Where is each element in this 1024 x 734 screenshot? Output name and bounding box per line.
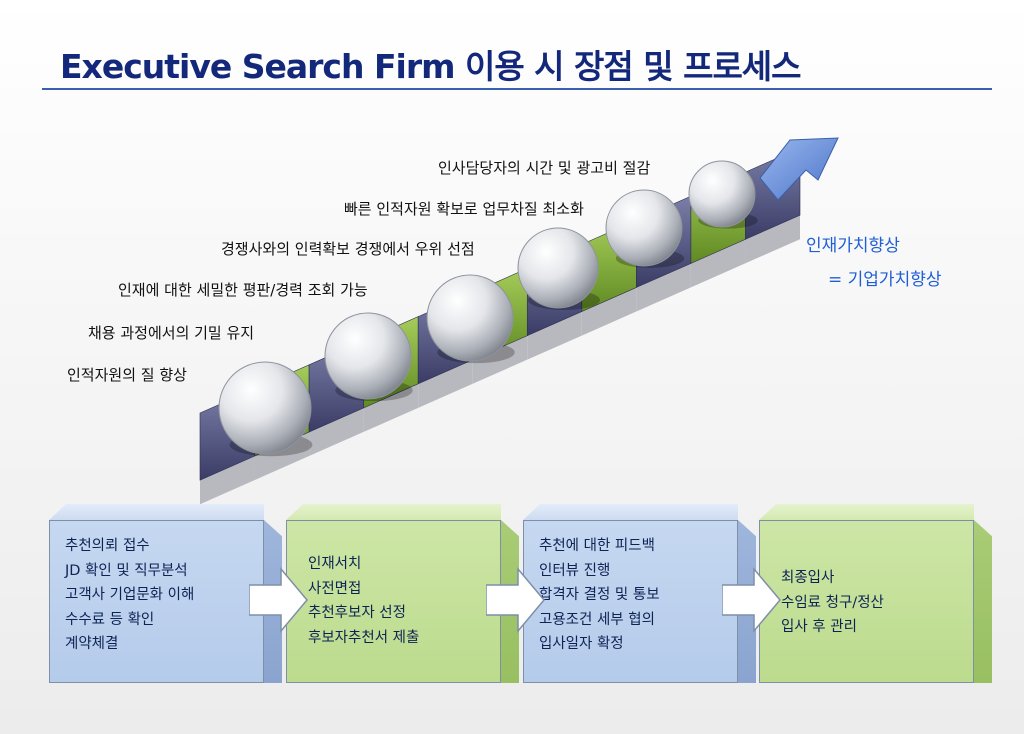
stair-side <box>200 456 255 505</box>
process-4-line-2: 수임료 청구/정산 <box>781 594 884 611</box>
stair-side <box>636 263 691 312</box>
sphere <box>426 274 514 362</box>
stair-side <box>418 359 473 408</box>
process-box-2: 인재서치 사전면접 추천후보자 선정 후보자추천서 제출 <box>286 504 519 683</box>
process-2-line-2: 사전면접 <box>308 580 362 597</box>
process-3-line-5: 입사일자 확정 <box>539 636 624 652</box>
process-3-line-4: 고용조건 세부 협의 <box>539 611 655 628</box>
flow-arrow-2 <box>486 567 545 633</box>
page-title: Executive Search Firm 이용 시 장점 및 프로세스 <box>60 47 802 86</box>
process-3-line-1: 추천에 대한 피드백 <box>539 538 655 554</box>
process-2-line-4: 후보자추천서 제출 <box>308 629 420 646</box>
flow-arrow-3 <box>722 567 781 633</box>
process-3-line-2: 인터뷰 진행 <box>539 562 611 579</box>
benefit-4: 인재에 대한 세밀한 평판/경력 조회 가능 <box>118 281 368 299</box>
sphere <box>605 189 683 267</box>
value-line-2: = 기업가치향상 <box>828 270 942 290</box>
sphere <box>324 312 412 400</box>
process-3-line-3: 합격자 결정 및 통보 <box>539 587 660 603</box>
benefit-5: 채용 과정에서의 기밀 유지 <box>88 324 255 342</box>
process-box-1: 추천의뢰 접수 JD 확인 및 직무분석 고객사 기업문화 이해 수수료 등 확… <box>49 504 282 683</box>
spheres <box>218 160 758 457</box>
title-underline <box>42 88 992 90</box>
flow-arrow-1 <box>249 567 308 633</box>
arrow-head <box>759 137 839 201</box>
stair-side <box>581 287 637 336</box>
process-box-3: 추천에 대한 피드백 인터뷰 진행 합격자 결정 및 통보 고용조건 세부 협의… <box>523 504 756 683</box>
process-1-line-4: 수수료 등 확인 <box>65 611 155 628</box>
stair-side <box>690 239 746 288</box>
benefit-6: 인적자원의 질 향상 <box>67 366 187 384</box>
stair-side <box>309 407 364 457</box>
stair-side <box>254 432 310 481</box>
process-2-line-3: 추천후보자 선정 <box>308 605 406 621</box>
process-4-line-1: 최종입사 <box>781 570 835 586</box>
process-1-line-3: 고객사 기업문화 이해 <box>65 587 195 603</box>
stair-side <box>472 335 528 384</box>
sphere <box>688 160 756 228</box>
stair-side <box>745 215 800 264</box>
benefit-1: 인사담당자의 시간 및 광고비 절감 <box>438 159 651 177</box>
process-4-line-3: 입사 후 관리 <box>781 619 857 635</box>
process-box-4: 최종입사 수임료 청구/정산 입사 후 관리 <box>759 504 992 683</box>
staircase-side <box>200 215 800 505</box>
process-1-line-1: 추천의뢰 접수 <box>65 538 150 554</box>
stair-side <box>527 311 582 360</box>
benefit-2: 빠른 인적자원 확보로 업무차질 최소화 <box>344 200 584 218</box>
benefit-3: 경쟁사와의 인력확보 경쟁에서 우위 선점 <box>221 240 475 258</box>
sphere <box>218 361 312 455</box>
process-2-line-1: 인재서치 <box>308 556 362 572</box>
stair-side <box>363 383 419 432</box>
value-line-1: 인재가치향상 <box>806 236 900 256</box>
process-1-line-2: JD 확인 및 직무분석 <box>65 562 188 579</box>
sphere <box>517 227 599 309</box>
process-1-line-5: 계약체결 <box>65 636 119 652</box>
